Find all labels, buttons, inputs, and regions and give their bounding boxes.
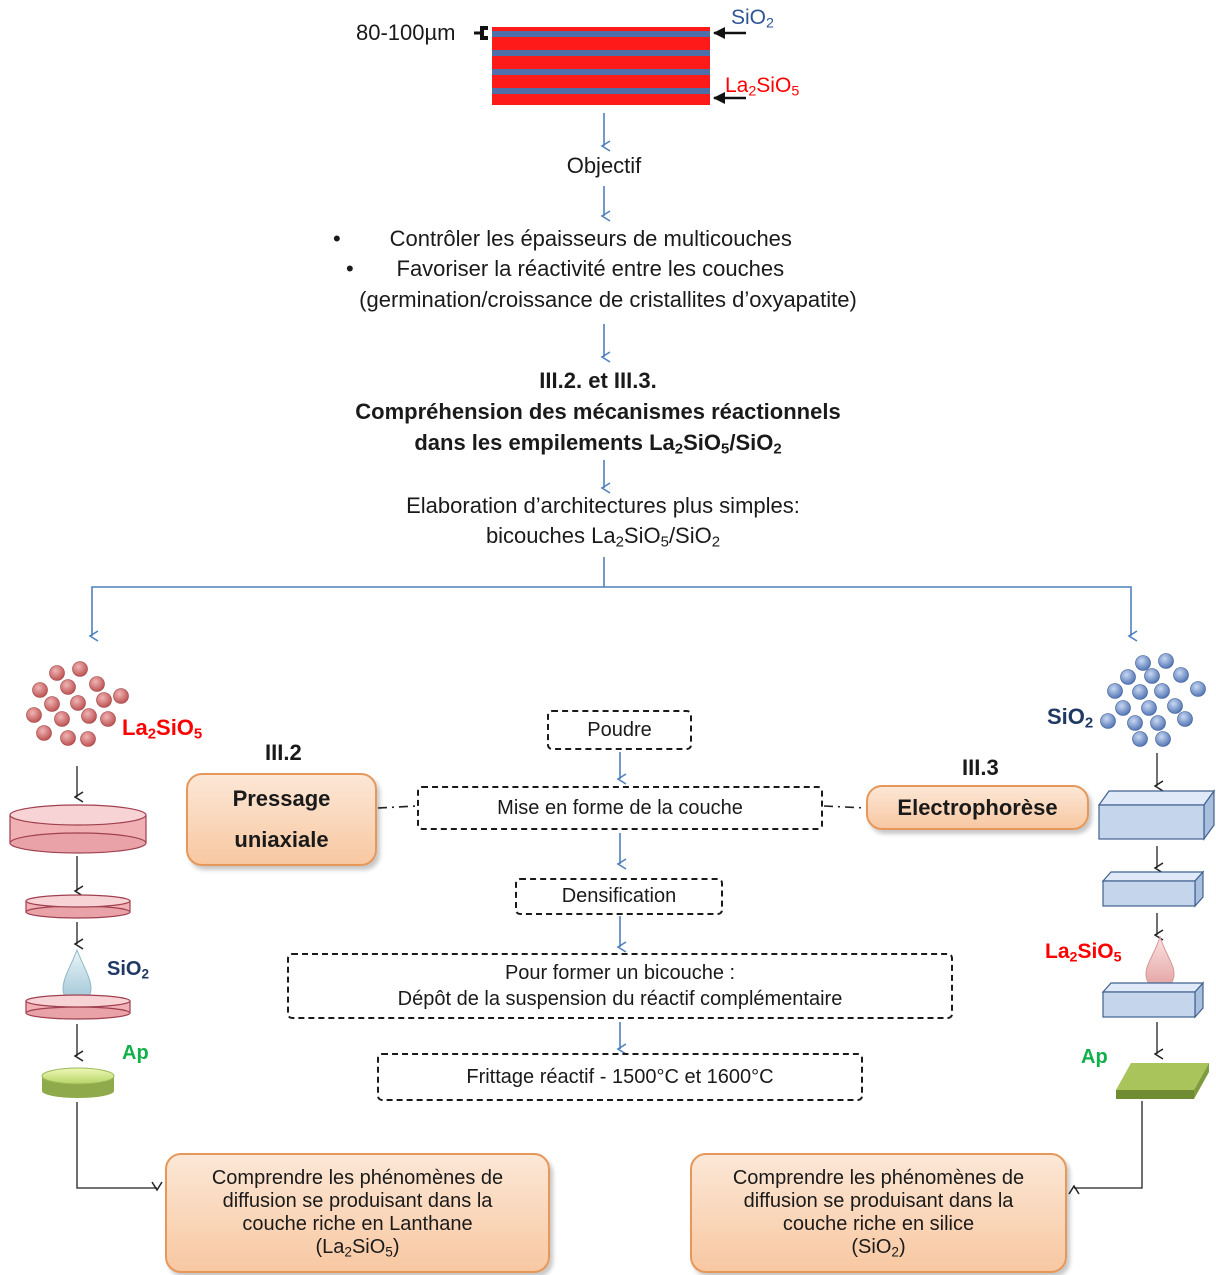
objectif-bullet-2: • Favoriser la réactivité entre les couc… xyxy=(346,256,785,281)
pressed-pellet-thick xyxy=(9,804,147,854)
la2sio5-layer-label: La2SiO5 xyxy=(725,74,800,100)
sio2-layer-label: SiO2 xyxy=(731,6,774,32)
left-powder-label: La2SiO5 xyxy=(122,715,203,743)
step-densification: Densification xyxy=(515,878,723,915)
stacks-subtitle: dans les empilements La2SiO5/SiO2 xyxy=(414,430,782,458)
apatite-block-right xyxy=(1116,1063,1209,1099)
thickness-label: 80-100µm xyxy=(356,20,456,45)
connector-right xyxy=(823,805,867,809)
sio2-powder xyxy=(1100,653,1206,747)
pressed-pellet-thin xyxy=(25,894,131,919)
connector-left xyxy=(377,805,417,809)
method-label: Electrophorèse xyxy=(897,794,1058,820)
sio2-deposit-block-thin xyxy=(1101,870,1205,908)
step-bicouche-line-2: Dépôt de la suspension du réactif complé… xyxy=(397,988,843,1010)
right-drop-label: La2SiO5 xyxy=(1045,940,1122,966)
left-ap-label: Ap xyxy=(122,1042,149,1064)
conclusion-formula: (La2SiO5) xyxy=(315,1236,400,1260)
objectif-title: Objectif xyxy=(566,153,642,178)
right-result-arrow xyxy=(1068,1101,1143,1195)
step-mise-en-forme: Mise en forme de la couche xyxy=(417,786,823,830)
apatite-pellet-left xyxy=(41,1067,115,1098)
step-bicouche-line-1: Pour former un bicouche : xyxy=(504,962,736,984)
right-section-label: III.3 xyxy=(962,755,999,780)
thickness-bracket xyxy=(480,26,488,40)
method-line-2: uniaxiale xyxy=(234,827,329,852)
step-poudre: Poudre xyxy=(547,710,692,750)
conclusion-line: couche riche en silice xyxy=(782,1213,975,1235)
conclusion-formula: (SiO2) xyxy=(851,1236,906,1260)
mechanisms-title: Compréhension des mécanismes réactionnel… xyxy=(355,399,841,424)
conclusion-line: diffusion se produisant dans la xyxy=(743,1190,1014,1212)
pressage-uniaxiale-box: Pressage uniaxiale xyxy=(186,773,377,866)
step-bicouche: Pour former un bicouche : Dépôt de la su… xyxy=(287,953,953,1019)
branch-left-arrow xyxy=(88,557,605,642)
elaboration-line-2: bicouches La2SiO5/SiO2 xyxy=(485,523,721,551)
objectif-note: (germination/croissance de cristallites … xyxy=(359,287,857,312)
conclusion-line: diffusion se produisant dans la xyxy=(222,1190,493,1212)
branch-right-arrow xyxy=(604,586,1138,642)
sections-heading: III.2. et III.3. xyxy=(539,368,657,393)
objectif-bullet-1: • Contrôler les épaisseurs de multicouch… xyxy=(333,226,792,251)
electrophorese-box: Electrophorèse xyxy=(866,785,1089,830)
right-conclusion-box: Comprendre les phénomènes de diffusion s… xyxy=(690,1153,1067,1273)
la2sio5-powder xyxy=(26,661,129,747)
step-frittage: Frittage réactif - 1500°C et 1600°C xyxy=(377,1053,863,1101)
conclusion-line: couche riche en Lanthane xyxy=(242,1213,473,1235)
block-with-la2sio5-drop xyxy=(1101,935,1205,1019)
right-powder-label: SiO2 xyxy=(1047,704,1094,732)
method-line-1: Pressage xyxy=(232,786,331,811)
sio2-deposit-block-thick xyxy=(1097,789,1216,841)
left-section-label: III.2 xyxy=(265,740,302,765)
pellet-with-sio2-drop xyxy=(25,948,131,1020)
conclusion-line: Comprendre les phénomènes de xyxy=(732,1167,1025,1189)
left-drop-label: SiO2 xyxy=(107,958,150,982)
elaboration-line-1: Elaboration d’architectures plus simples… xyxy=(406,493,800,518)
left-conclusion-box: Comprendre les phénomènes de diffusion s… xyxy=(165,1153,550,1273)
left-result-arrow xyxy=(76,1102,163,1192)
multilayer-stack xyxy=(492,27,710,105)
right-ap-label: Ap xyxy=(1081,1046,1108,1068)
conclusion-line: Comprendre les phénomènes de xyxy=(211,1167,504,1189)
